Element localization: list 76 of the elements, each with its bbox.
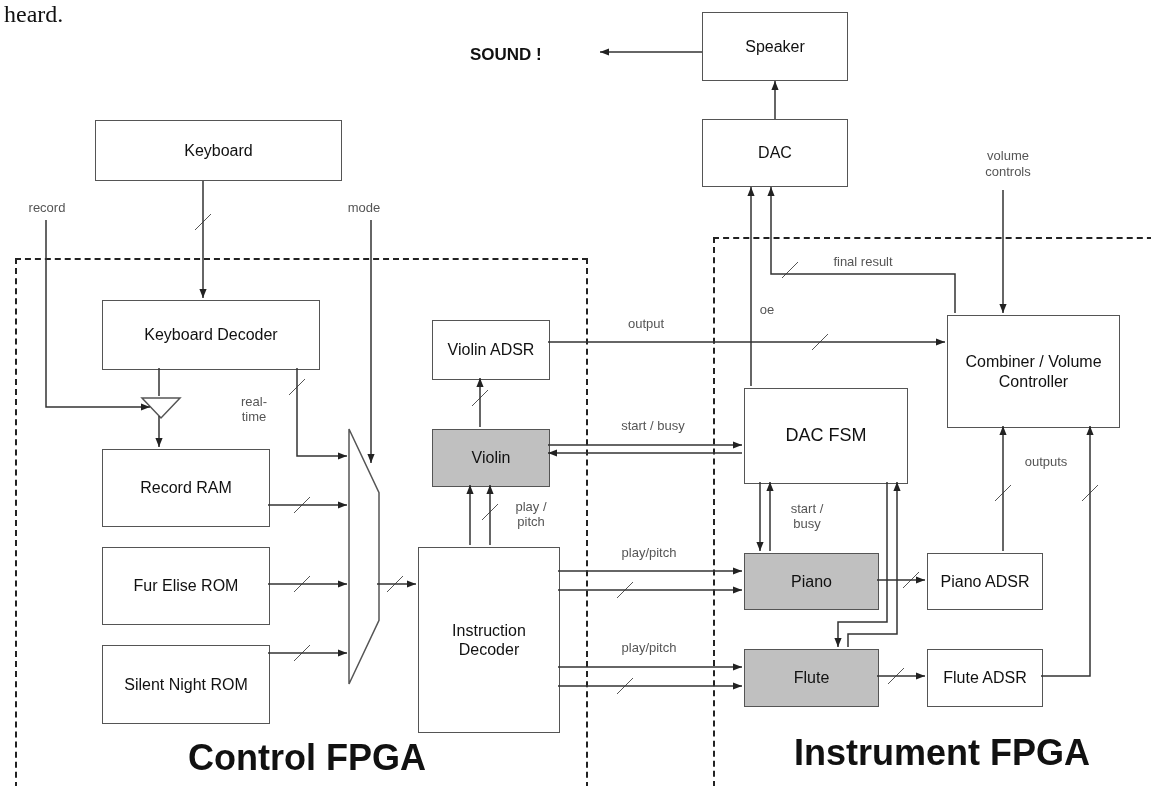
box-label: Violin ADSR — [446, 340, 536, 360]
arrow — [834, 481, 888, 648]
arrow — [766, 481, 774, 552]
arrow — [376, 580, 417, 588]
arrow — [155, 415, 163, 448]
region-title: Control FPGA — [187, 737, 427, 779]
arrow — [767, 186, 956, 314]
box-label: Flute — [792, 668, 831, 688]
box-label: Instruction Decoder — [451, 620, 527, 660]
arrow — [599, 48, 703, 56]
arrow — [547, 441, 743, 449]
process-box — [102, 300, 320, 370]
signal-label: mode — [336, 200, 392, 220]
process-box — [102, 547, 270, 625]
box-label: Flute ADSR — [942, 668, 1028, 688]
output-label: SOUND ! — [470, 42, 600, 68]
process-box — [102, 645, 270, 724]
process-box — [702, 12, 848, 81]
box-label: Keyboard — [183, 140, 254, 161]
box-label: Fur Elise ROM — [132, 576, 240, 596]
arrow — [557, 567, 743, 575]
arrow — [557, 663, 743, 671]
process-box — [702, 119, 848, 187]
box-label: Combiner / Volume Controller — [964, 352, 1103, 391]
box-label: Piano — [790, 571, 833, 592]
arrow — [557, 682, 743, 690]
text-fragment: heard. — [4, 2, 64, 26]
region-title: Instrument FPGA — [793, 732, 1091, 774]
multiplexer-trapezoid — [349, 429, 379, 684]
process-box — [95, 120, 342, 181]
process-box — [102, 449, 270, 527]
arrow — [547, 338, 946, 346]
arrow — [486, 484, 494, 546]
dashed-region — [15, 258, 588, 786]
arrow — [267, 580, 348, 588]
instrument-box — [432, 429, 550, 487]
buffer-triangle — [142, 398, 180, 418]
arrow — [45, 219, 151, 411]
process-box — [744, 388, 908, 484]
box-label: Record RAM — [139, 478, 233, 498]
box-label: Speaker — [744, 36, 806, 57]
arrow — [267, 649, 348, 657]
arrow — [999, 189, 1007, 314]
signal-label: record — [16, 200, 78, 220]
process-box — [432, 320, 550, 380]
box-label: DAC — [757, 143, 793, 163]
box-label: Silent Night ROM — [123, 674, 249, 695]
instrument-box — [744, 649, 879, 707]
arrow — [876, 576, 926, 584]
arrow — [296, 367, 348, 460]
box-label: Keyboard Decoder — [143, 325, 279, 345]
arrow — [557, 586, 743, 594]
process-box — [927, 553, 1043, 610]
arrow — [367, 219, 375, 464]
arrow — [476, 377, 484, 428]
dashed-region — [713, 237, 1151, 786]
arrow — [999, 425, 1007, 552]
arrow — [876, 672, 926, 680]
arrow — [547, 449, 743, 457]
arrow — [747, 186, 755, 387]
box-label: DAC FSM — [784, 425, 868, 447]
instrument-box — [744, 553, 879, 610]
box-label: Violin — [470, 448, 512, 468]
arrow — [756, 481, 764, 552]
process-box — [418, 547, 560, 733]
box-label: Piano ADSR — [939, 571, 1031, 592]
arrow — [466, 484, 474, 546]
signal-label: volume controls — [966, 148, 1050, 190]
process-box — [947, 315, 1120, 428]
connector-line — [158, 367, 160, 397]
arrow — [199, 180, 207, 299]
arrow — [771, 80, 779, 120]
arrow — [1040, 425, 1094, 677]
process-box — [927, 649, 1043, 707]
arrow — [267, 501, 348, 509]
arrow — [847, 481, 901, 648]
